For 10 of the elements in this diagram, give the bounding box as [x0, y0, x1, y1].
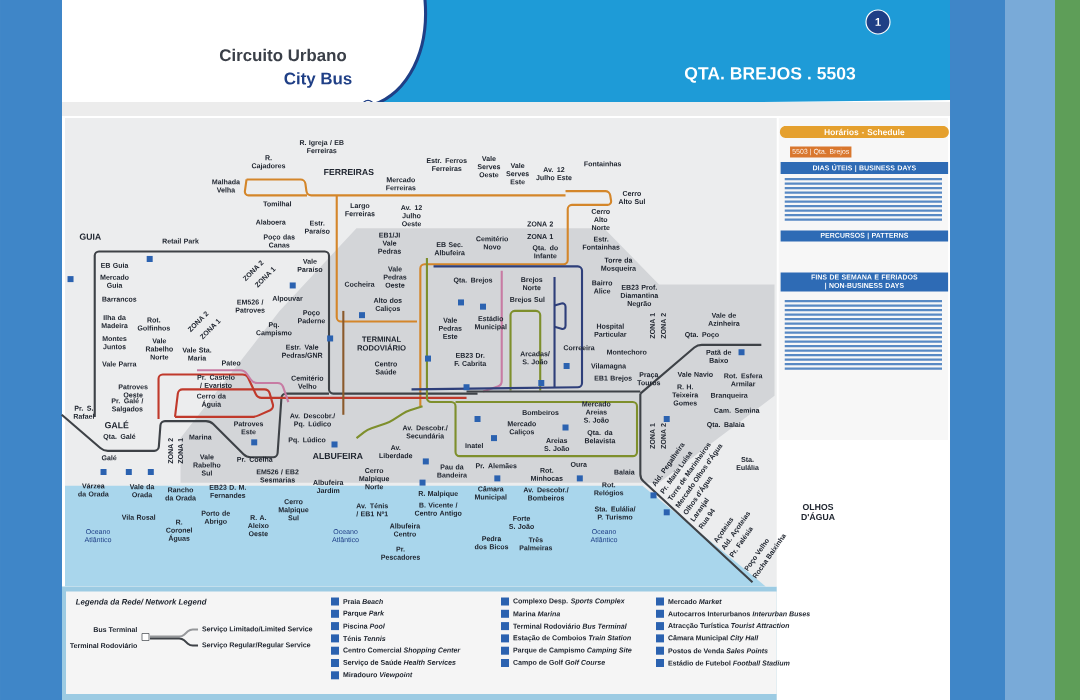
- heading: Circuito Urbano: [219, 48, 347, 62]
- stop-name: QTA. BREJOS . 5503: [684, 67, 856, 83]
- town-label: OLHOS D'ÁGUA: [801, 503, 835, 521]
- town-label: GUIA: [79, 233, 101, 240]
- town-label: GALÉ: [105, 420, 129, 429]
- stop-number-badge: 1: [865, 9, 891, 35]
- town-label: FERREIRAS: [324, 168, 374, 176]
- schedule-header: Horários - Schedule: [779, 126, 949, 138]
- subheading: City Bus: [284, 72, 352, 88]
- town-label: ALBUFEIRA: [312, 452, 363, 459]
